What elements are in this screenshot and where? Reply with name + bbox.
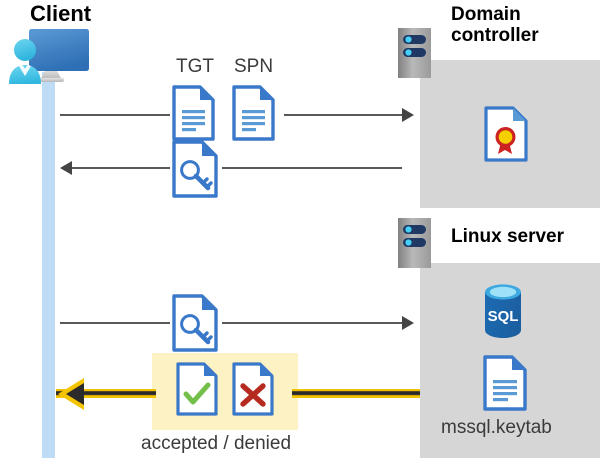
flow-line-client-to-linux-left [60,322,170,324]
linux-server-icon [398,218,431,268]
verdict-highlight-box [152,353,298,430]
spn-label: SPN [234,56,274,77]
linux-server-title: Linux server [451,226,564,247]
spn-document-icon [232,85,275,141]
keytab-filename-label: mssql.keytab [441,417,552,438]
accepted-document-icon [176,362,218,416]
verdict-flow-line-left [56,389,156,398]
certificate-document-icon [484,106,528,162]
arrowhead-to-domain-controller [402,108,414,122]
client-title: Client [30,1,92,26]
verdict-label: accepted / denied [141,433,292,454]
client-lifeline-bar [42,72,55,458]
ticket-key-document-icon-2 [172,294,219,352]
tgt-label: TGT [176,56,214,77]
client-icon [8,26,92,88]
domain-controller-title: Domain controller [451,4,539,47]
arrowhead-to-client-ticket [60,161,72,175]
ticket-key-document-icon-1 [172,140,219,198]
flow-line-dc-to-client-left [72,167,170,169]
domain-controller-server-icon [398,28,431,78]
tgt-document-icon [172,85,215,141]
flow-line-dc-to-client-right [222,167,402,169]
verdict-arrowhead-inner [66,383,84,405]
verdict-flow-line-right [292,389,420,398]
sql-database-text: SQL [488,308,519,325]
flow-line-client-to-dc-right [284,114,402,116]
arrowhead-to-linux-server [402,316,414,330]
flow-line-client-to-dc-left [60,114,170,116]
keytab-document-icon [483,355,527,411]
flow-line-client-to-linux-right [222,322,402,324]
denied-document-icon [232,362,274,416]
sql-database-icon: SQL [479,283,527,339]
